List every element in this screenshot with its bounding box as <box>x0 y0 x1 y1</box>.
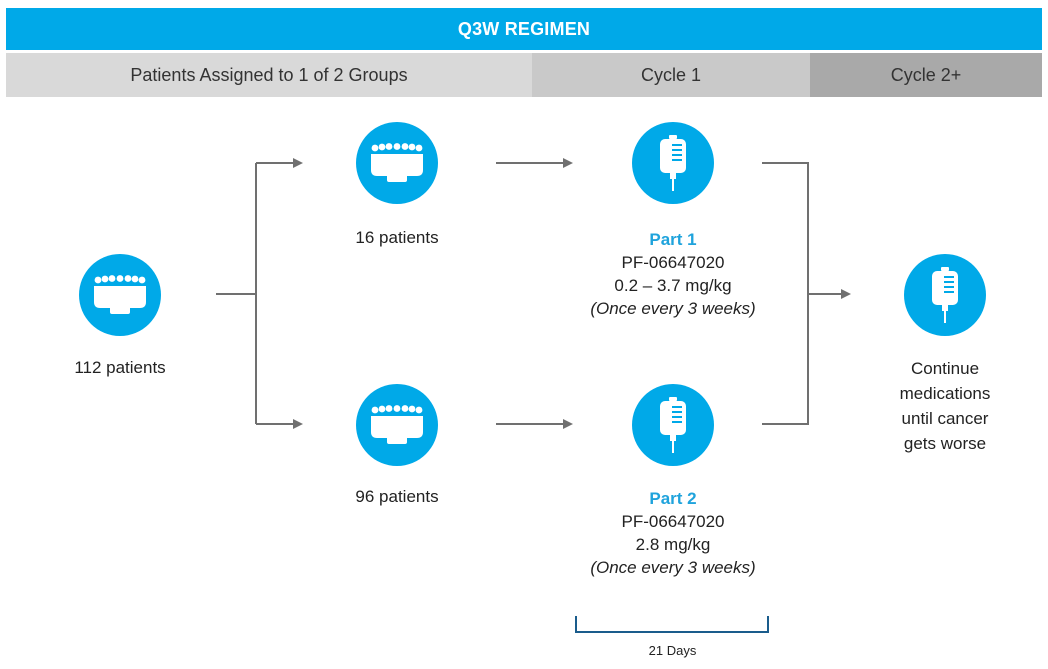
split-connector <box>216 163 257 424</box>
part-2-dose: 2.8 mg/kg <box>635 535 711 554</box>
continue-label: Continue medications until cancer gets w… <box>870 356 1020 456</box>
group-1-circle <box>356 122 438 204</box>
patients-group-icon <box>371 405 423 444</box>
iv-bag-icon <box>932 267 958 323</box>
regimen-banner: Q3W REGIMEN <box>6 8 1042 50</box>
part-1-schedule: (Once every 3 weeks) <box>590 299 756 318</box>
part-2-drug: PF-06647020 <box>621 512 725 531</box>
continue-line-1: Continue <box>910 359 980 378</box>
part-1-details: Part 1 PF-06647020 0.2 – 3.7 mg/kg (Once… <box>543 228 803 320</box>
patients-group-icon <box>94 275 146 314</box>
part-2-schedule: (Once every 3 weeks) <box>590 558 756 577</box>
cycle-bracket <box>575 616 769 633</box>
part-1-title: Part 1 <box>649 230 697 249</box>
group-2-label: 96 patients <box>355 487 439 506</box>
part-1-dose: 0.2 – 3.7 mg/kg <box>614 276 732 295</box>
group-2-circle <box>356 384 438 466</box>
header-cycle-1: Cycle 1 <box>532 53 810 97</box>
continue-line-2: medications <box>899 384 991 403</box>
header-cycle-1-label: Cycle 1 <box>640 64 702 85</box>
part-2-title: Part 2 <box>649 489 697 508</box>
iv-bag-icon <box>660 397 686 453</box>
part-2-details: Part 2 PF-06647020 2.8 mg/kg (Once every… <box>543 487 803 579</box>
header-cycle-2-plus: Cycle 2+ <box>810 53 1042 97</box>
patients-group-icon <box>371 143 423 182</box>
part-1-circle <box>632 122 714 204</box>
continue-line-3: until cancer <box>901 409 989 428</box>
part-1-drug: PF-06647020 <box>621 253 725 272</box>
part-2-circle <box>632 384 714 466</box>
header-assignment-label: Patients Assigned to 1 of 2 Groups <box>130 64 408 85</box>
continue-line-4: gets worse <box>903 434 987 453</box>
total-patients-circle <box>79 254 161 336</box>
cycle-length-label: 21 Days <box>648 643 697 658</box>
iv-bag-icon <box>660 135 686 191</box>
header-assignment: Patients Assigned to 1 of 2 Groups <box>6 53 532 97</box>
continue-circle <box>904 254 986 336</box>
total-patients-label: 112 patients <box>74 358 166 377</box>
group-1-label: 16 patients <box>355 228 439 247</box>
header-cycle-2-plus-label: Cycle 2+ <box>890 64 962 85</box>
regimen-title: Q3W REGIMEN <box>457 18 591 39</box>
